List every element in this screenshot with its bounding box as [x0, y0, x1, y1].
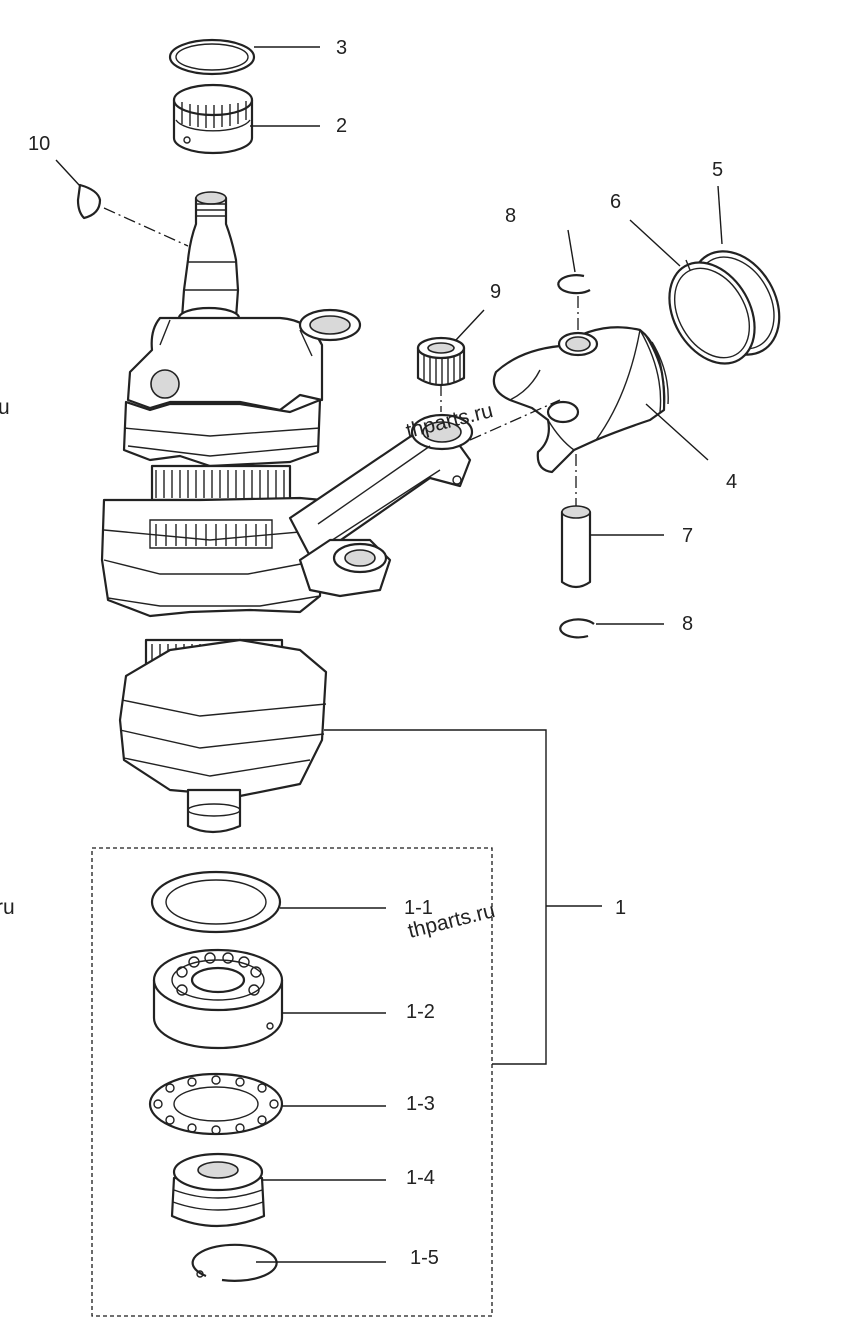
part-4-piston: [492, 326, 669, 474]
part-8-circlip-lower: [559, 618, 595, 639]
callout-6: 6: [610, 191, 621, 213]
callout-1-2: 1-2: [406, 1001, 435, 1023]
part-1-3-retainer-plate: [148, 1072, 284, 1136]
callout-10: 10: [28, 133, 50, 155]
callout-5: 5: [712, 159, 723, 181]
guide-key-to-shaft: [103, 207, 189, 247]
part-1-5-snap-ring: [191, 1243, 278, 1282]
guide-rod-to-piston: [469, 399, 561, 441]
part-1-2-ball-bearing: [152, 948, 284, 1050]
part-10-woodruff-key: [76, 183, 102, 220]
callout-2: 2: [336, 115, 347, 137]
part-2-needle-bearing: [172, 83, 254, 155]
callout-1-3: 1-3: [406, 1093, 435, 1115]
part-3-ring: [168, 38, 256, 76]
connecting-rod-upper: [288, 413, 474, 562]
watermark-edge-lower: ru: [0, 896, 15, 919]
part-1-4-labyrinth-seal: [170, 1152, 266, 1228]
connecting-rod-lower: [298, 538, 392, 598]
part-1-1-shim: [150, 870, 282, 934]
part-1-crankshaft: [100, 191, 362, 834]
callout-3: 3: [336, 37, 347, 59]
part-9-small-needle-bearing: [416, 336, 466, 387]
part-7-piston-pin: [560, 505, 592, 589]
leader-lines: [55, 46, 723, 1263]
callout-1: 1: [615, 897, 626, 919]
callout-4: 4: [726, 471, 737, 493]
callout-8-lower: 8: [682, 613, 693, 635]
callout-1-1: 1-1: [404, 897, 433, 919]
callout-7: 7: [682, 525, 693, 547]
part-8-circlip-upper: [557, 274, 591, 295]
watermark-edge-upper: u: [0, 396, 10, 419]
sub-assembly-box: [91, 847, 493, 1317]
callout-1-5: 1-5: [410, 1247, 439, 1269]
callout-9: 9: [490, 281, 501, 303]
callout-8-upper: 8: [505, 205, 516, 227]
callout-1-4: 1-4: [406, 1167, 435, 1189]
part-6-piston-ring: [668, 259, 756, 365]
